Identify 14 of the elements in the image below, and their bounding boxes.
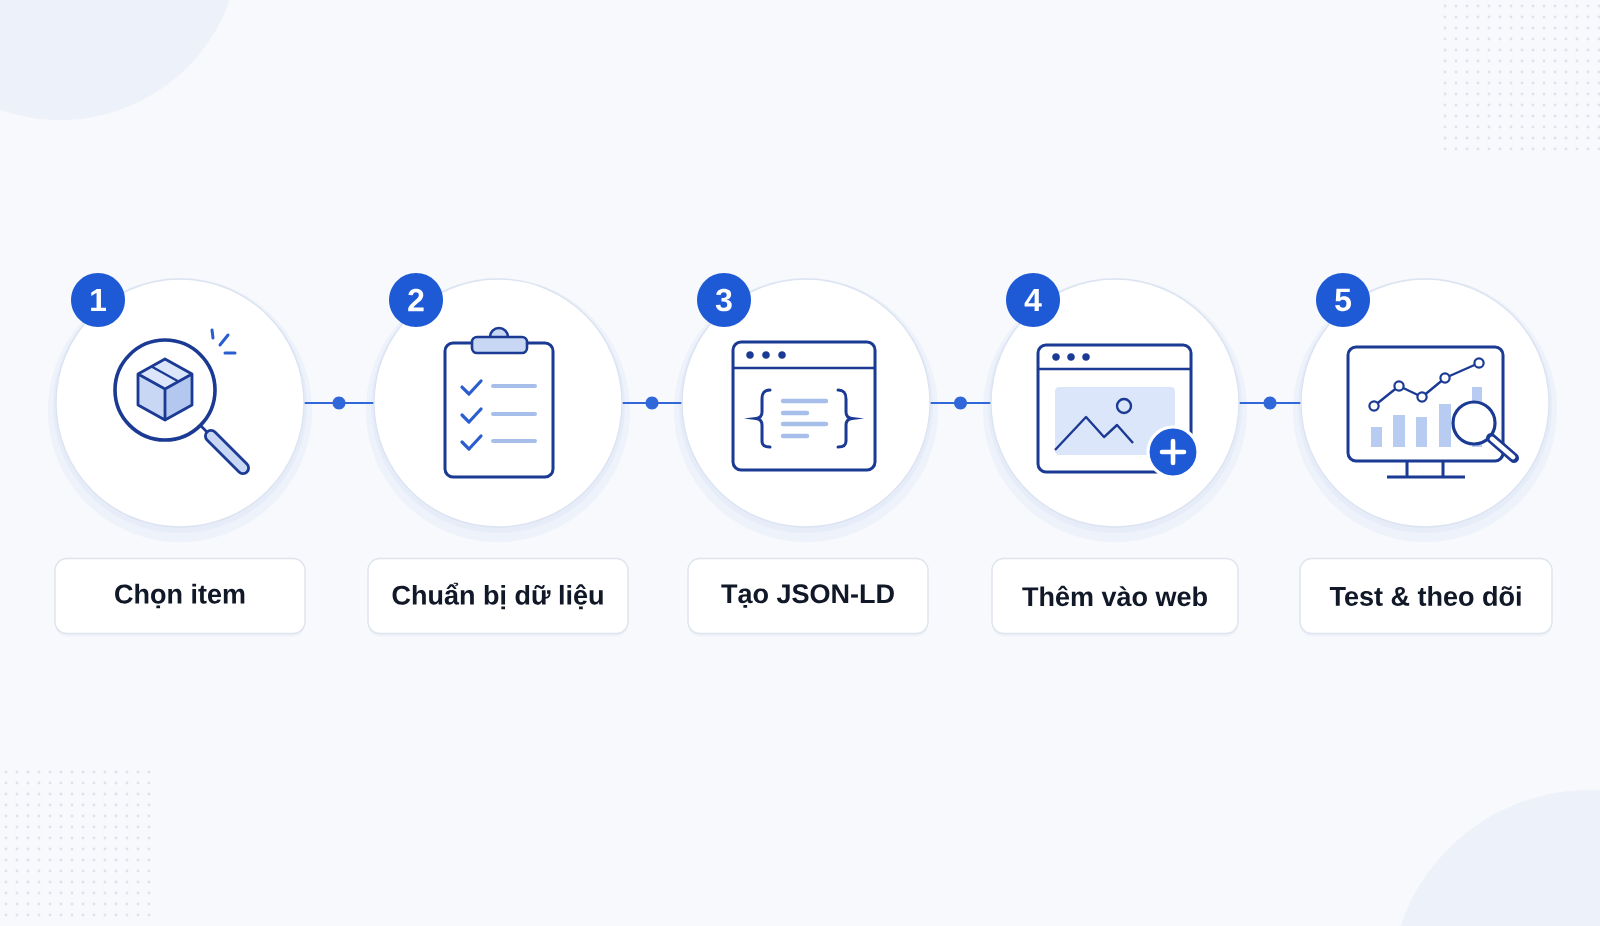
number-badge: 1 <box>71 273 125 327</box>
number-badge: 3 <box>697 273 751 327</box>
number-badge: 4 <box>1006 273 1060 327</box>
label-box: Chọn item <box>54 557 306 637</box>
number-badge: 5 <box>1316 273 1370 327</box>
connector-line <box>930 396 991 410</box>
label-box: Test & theo dõi <box>1299 557 1553 637</box>
label-box: Tạo JSON-LD <box>687 557 929 637</box>
number-badge: 2 <box>389 273 443 327</box>
connector-line <box>622 396 682 410</box>
label-box: Thêm vào web <box>991 557 1239 637</box>
connector-line <box>304 396 374 410</box>
label-box: Chuẩn bị dữ liệu <box>367 557 629 637</box>
connector-line <box>1239 396 1301 410</box>
